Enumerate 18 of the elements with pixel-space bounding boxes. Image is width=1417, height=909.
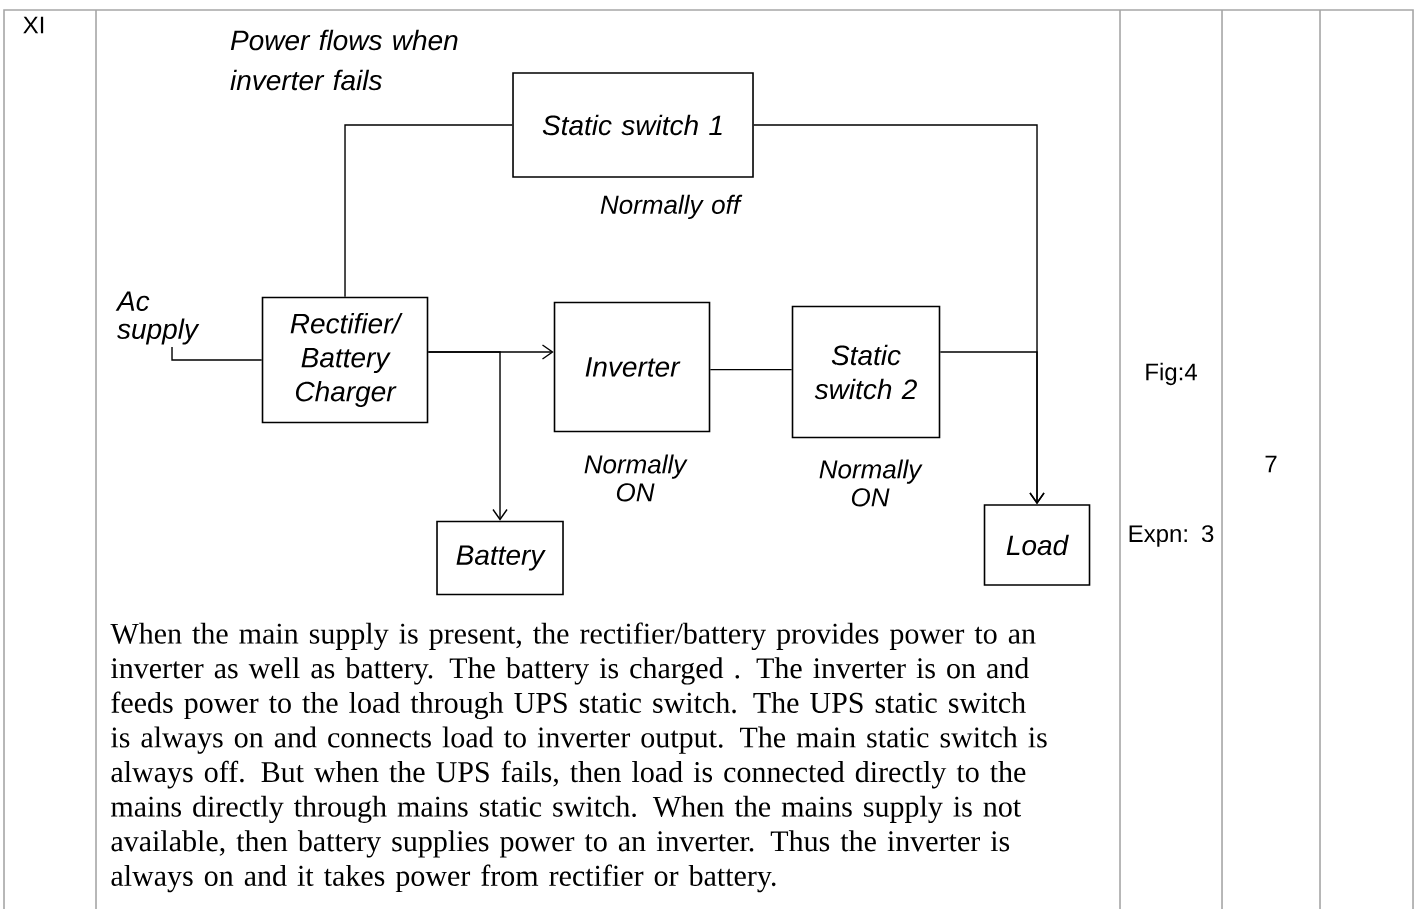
block-box: Rectifier/ Battery Charger bbox=[261, 296, 429, 424]
input-label: Ac supply bbox=[115, 291, 200, 345]
state-note: Normally off bbox=[600, 194, 743, 220]
figure-ref: Fig:4 bbox=[1146, 362, 1197, 386]
arrow bbox=[427, 351, 508, 521]
arrow bbox=[753, 124, 1045, 505]
block-box: Load bbox=[983, 504, 1091, 586]
annotation: Power flows when inverter fails bbox=[230, 29, 458, 91]
row-number: XI bbox=[23, 16, 44, 34]
explanation-paragraph: When the main supply is present, the rectifier/battery provides power to an inverter as well as battery. The battery is charged . The inverter is on and feeds power to the load through UPS static switch. The UPS static switch is always on and connects load to inverter output. The main static switch is always off. But when the UPS fails, then load is connected directly to the mains directly through mains static switch. When the mains supply is not available, then battery supplies power to an inverter. Thus the inverter is always on and it takes power from rectifier or battery. bbox=[110, 622, 1047, 893]
marks: 7 bbox=[1265, 455, 1277, 473]
block-box: Battery bbox=[436, 520, 564, 596]
block-box: Static switch 2 bbox=[791, 305, 941, 439]
marks-note: Expn: 3 bbox=[1129, 525, 1214, 547]
block-box: Static switch 1 bbox=[512, 72, 754, 178]
state-note: Normally ON bbox=[819, 459, 923, 507]
block-box: Inverter bbox=[553, 301, 711, 433]
state-note: Normally ON bbox=[584, 454, 688, 502]
